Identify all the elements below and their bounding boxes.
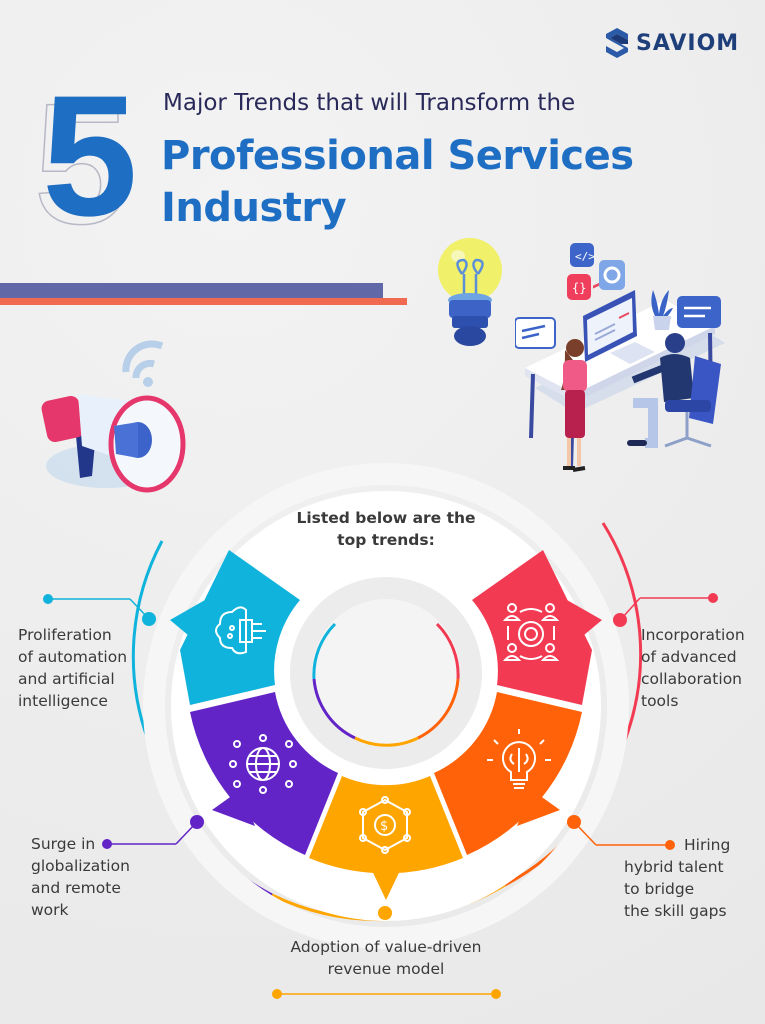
trend-label-line: of automation bbox=[18, 648, 128, 666]
trend-label-line: intelligence bbox=[18, 692, 108, 710]
connector-hiring bbox=[567, 815, 675, 850]
ai-brain-chip-icon bbox=[215, 606, 266, 655]
trend-label-line: revenue model bbox=[327, 960, 445, 978]
outer-arc-automation bbox=[131, 540, 164, 741]
page-title-line-1: Professional Services bbox=[161, 133, 634, 179]
office-workers-at-desk-illustration: </> {} bbox=[515, 243, 725, 472]
trend-label-hiring: Hiring hybrid talent to bridge the skill… bbox=[624, 834, 764, 922]
dollar-network-icon: $ bbox=[359, 796, 411, 854]
trend-label-line: globalization bbox=[31, 857, 130, 875]
number-five: 5 bbox=[42, 60, 138, 252]
trend-label-line: Surge in bbox=[31, 835, 96, 853]
trend-label-line: to bridge bbox=[624, 880, 695, 898]
connector-value bbox=[272, 906, 501, 999]
trend-label-line: and artificial bbox=[18, 670, 115, 688]
trend-label-collaboration: Incorporation of advanced collaboration … bbox=[641, 624, 745, 712]
trend-label-line: Adoption of value-driven bbox=[290, 938, 482, 956]
segment-hiring bbox=[434, 692, 582, 855]
trend-label-value: Adoption of value-driven revenue model bbox=[260, 936, 512, 980]
trend-label-automation: Proliferation of automation and artifici… bbox=[18, 624, 127, 712]
brand-name: SAVIOM bbox=[636, 30, 740, 56]
globe-network-icon bbox=[229, 734, 297, 794]
outer-arc-collaboration bbox=[601, 522, 643, 741]
connector-globalization bbox=[102, 815, 204, 849]
wheel-heading-line-2: top trends: bbox=[337, 531, 435, 549]
wheel-heading-line-1: Listed below are the bbox=[296, 509, 476, 527]
saviom-s-logo-icon bbox=[606, 28, 628, 58]
trend-label-line: Proliferation bbox=[18, 626, 112, 644]
trend-label-line: collaboration bbox=[641, 670, 742, 688]
svg-text:</>: </> bbox=[575, 250, 595, 263]
page-subtitle: Major Trends that will Transform the bbox=[163, 90, 576, 116]
number-five-outline: 5 bbox=[33, 68, 130, 260]
wheel-heading: Listed below are the top trends: bbox=[270, 507, 502, 551]
divider-bar-blue bbox=[0, 283, 383, 298]
trend-label-line: Incorporation bbox=[641, 626, 745, 644]
svg-text:{}: {} bbox=[572, 281, 586, 295]
segment-value bbox=[309, 776, 463, 900]
connector-collaboration bbox=[613, 593, 718, 627]
trend-label-globalization: Surge in globalization and remote work bbox=[31, 833, 130, 921]
lightbulb-illustration bbox=[438, 238, 502, 346]
megaphone-illustration bbox=[41, 340, 186, 493]
trend-label-line: hybrid talent bbox=[624, 858, 724, 876]
trend-label-line: work bbox=[31, 901, 69, 919]
svg-text:$: $ bbox=[380, 819, 388, 834]
trends-wheel-diagram: $ bbox=[43, 463, 718, 999]
team-collaboration-icon bbox=[502, 603, 560, 661]
trend-label-line: tools bbox=[641, 692, 679, 710]
page-title-line-2: Industry bbox=[161, 185, 347, 231]
divider-bar-red bbox=[0, 298, 407, 305]
trend-label-line: of advanced bbox=[641, 648, 737, 666]
saviom-logo[interactable]: SAVIOM bbox=[606, 28, 739, 58]
trend-label-line: and remote bbox=[31, 879, 121, 897]
brain-lightbulb-icon bbox=[487, 729, 551, 789]
trend-label-line: the skill gaps bbox=[624, 902, 727, 920]
trend-label-line: Hiring bbox=[684, 836, 731, 854]
segment-globalization bbox=[190, 692, 338, 855]
connector-automation bbox=[43, 594, 156, 626]
